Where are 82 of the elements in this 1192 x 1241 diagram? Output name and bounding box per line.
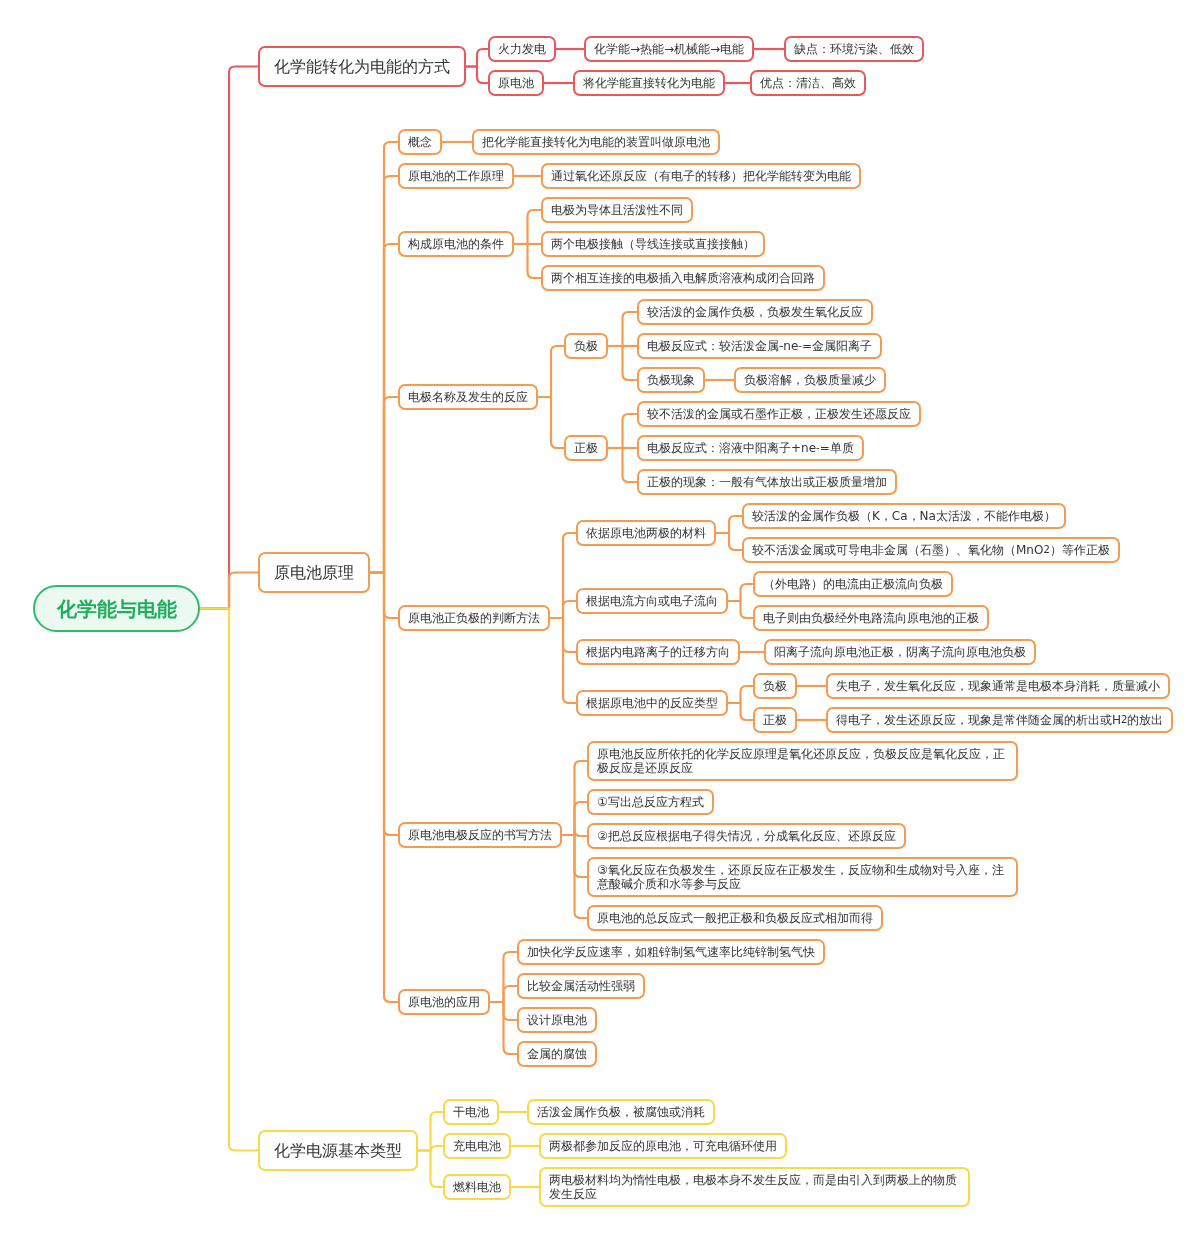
connector-line	[514, 242, 541, 280]
topic-box: 将化学能直接转化为电能	[573, 70, 725, 96]
connector-line	[754, 47, 784, 51]
connector-line	[716, 531, 742, 552]
topic-box: 原电池的应用	[398, 989, 490, 1015]
topic-box: 负极溶解，负极质量减少	[734, 367, 886, 393]
connector-line	[728, 701, 753, 722]
connector-line	[797, 684, 826, 688]
topic-box: 负极现象	[637, 367, 705, 393]
central-topic: 化学能与电能	[33, 585, 200, 632]
connector-line	[608, 344, 637, 382]
connector-line	[550, 616, 576, 705]
connector-line	[538, 395, 564, 450]
connector-line	[608, 446, 637, 484]
topic-box: 优点：清洁、高效	[750, 70, 866, 96]
topic-box: 正极	[564, 435, 608, 461]
connector-line	[544, 81, 573, 85]
connector-line	[728, 599, 753, 620]
connector-line	[797, 718, 826, 722]
connector-line	[725, 81, 750, 85]
branch-topic: 原电池原理	[258, 552, 370, 593]
connector-line	[466, 65, 488, 85]
topic-box: 加快化学反应速率，如粗锌制氢气速率比纯锌制氢气快	[517, 939, 825, 965]
connector-line	[442, 140, 472, 144]
topic-box: 依据原电池两极的材料	[576, 520, 716, 546]
topic-box: 电子则由负极经外电路流向原电池的正极	[753, 605, 989, 631]
connector-line	[511, 1144, 539, 1148]
topic-box: （外电路）的电流由正极流向负极	[753, 571, 953, 597]
topic-box: 金属的腐蚀	[517, 1041, 597, 1067]
topic-box: 两电极材料均为惰性电极，电极本身不发生反应，而是由引入到两极上的物质发生反应	[539, 1167, 970, 1207]
topic-box: 两极都参加反应的原电池，可充电循环使用	[539, 1133, 787, 1159]
topic-box: 电极为导体且活泼性不同	[541, 197, 693, 223]
topic-box: 原电池正负极的判断方法	[398, 605, 550, 631]
topic-box: 正极的现象：一般有气体放出或正极质量增加	[637, 469, 897, 495]
topic-box: 较活泼的金属作负极（K，Ca，Na太活泼，不能作电极）	[742, 503, 1066, 529]
connector-line	[556, 47, 584, 51]
topic-box: 构成原电池的条件	[398, 231, 514, 257]
topic-box: 根据内电路离子的迁移方向	[576, 639, 740, 665]
connector-line	[511, 1185, 539, 1189]
connector-line	[499, 1110, 527, 1114]
topic-box: 缺点：环境污染、低效	[784, 36, 924, 62]
topic-box: ①写出总反应方程式	[587, 789, 714, 815]
connector-line	[370, 571, 398, 1004]
topic-box: 把化学能直接转化为电能的装置叫做原电池	[472, 129, 720, 155]
connector-line	[490, 1000, 517, 1056]
connector-line	[740, 650, 764, 654]
topic-box: 通过氧化还原反应（有电子的转移）把化学能转变为电能	[541, 163, 861, 189]
topic-box: 燃料电池	[443, 1174, 511, 1200]
topic-box: 较活泼的金属作负极，负极发生氧化反应	[637, 299, 873, 325]
topic-box: 较不活泼的金属或石墨作正极，正极发生还愿反应	[637, 401, 921, 427]
topic-box: 概念	[398, 129, 442, 155]
topic-box: 设计原电池	[517, 1007, 597, 1033]
connector-line	[562, 833, 587, 920]
topic-box: 根据电流方向或电子流向	[576, 588, 728, 614]
topic-box: 负极	[564, 333, 608, 359]
branch-topic: 化学能转化为电能的方式	[258, 46, 466, 87]
topic-box: 两个电极接触（导线连接或直接接触）	[541, 231, 765, 257]
connector-line	[418, 1149, 443, 1189]
topic-box: 原电池电极反应的书写方法	[398, 822, 562, 848]
branch-topic: 化学电源基本类型	[258, 1130, 418, 1171]
topic-box: 原电池反应所依托的化学反应原理是氧化还原反应，负极反应是氧化反应，正极反应是还原反应	[587, 741, 1018, 781]
topic-box: ②把总反应根据电子得失情况，分成氧化反应、还原反应	[587, 823, 906, 849]
topic-box: 原电池的工作原理	[398, 163, 514, 189]
topic-box: 火力发电	[488, 36, 556, 62]
topic-box: 正极	[753, 707, 797, 733]
topic-box: 电极名称及发生的反应	[398, 384, 538, 410]
topic-box: 负极	[753, 673, 797, 699]
topic-box: 原电池的总反应式一般把正极和负极反应式相加而得	[587, 905, 883, 931]
topic-box: 阳离子流向原电池正极，阴离子流向原电池负极	[764, 639, 1036, 665]
topic-box: 充电电池	[443, 1133, 511, 1159]
topic-box: 化学能→热能→机械能→电能	[584, 36, 755, 62]
topic-box: ③氧化反应在负极发生，还原反应在正极发生，反应物和生成物对号入座，注意酸碱介质和水等参与反应	[587, 857, 1018, 897]
topic-box: 两个相互连接的电极插入电解质溶液构成闭合回路	[541, 265, 825, 291]
connector-line	[514, 174, 541, 178]
topic-box: 干电池	[443, 1099, 499, 1125]
topic-box: 原电池	[488, 70, 544, 96]
topic-box: 活泼金属作负极，被腐蚀或消耗	[527, 1099, 715, 1125]
connector-line	[200, 607, 258, 1152]
connector-line	[705, 378, 734, 382]
topic-box: 比较金属活动性强弱	[517, 973, 645, 999]
topic-box: 失电子，发生氧化反应，现象通常是电极本身消耗，质量减小	[826, 673, 1170, 699]
topic-box: 根据原电池中的反应类型	[576, 690, 728, 716]
